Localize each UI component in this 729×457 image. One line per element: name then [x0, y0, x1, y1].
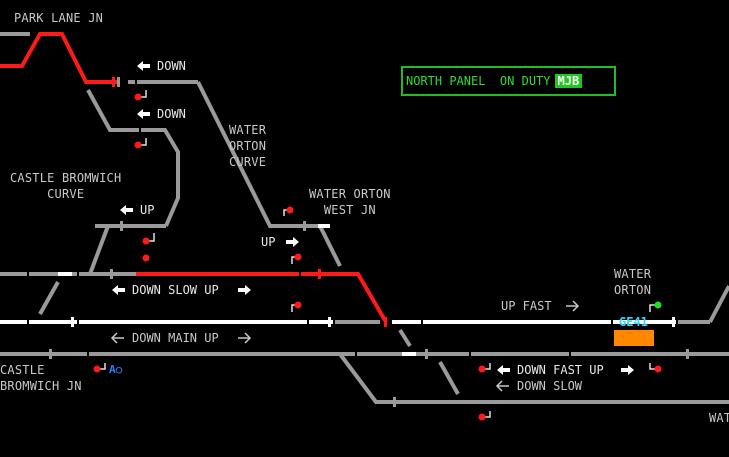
place-water-orton-curve: WATER ORTON CURVE	[229, 123, 267, 169]
signal-head-red[interactable]	[142, 237, 150, 245]
line-label-up-fast: UP FAST	[501, 299, 552, 313]
line-label-down-main-up: DOWN MAIN UP	[132, 331, 219, 345]
idle-tracks	[0, 32, 729, 404]
signal-head-red[interactable]	[134, 141, 142, 149]
signal-head-red[interactable]	[294, 253, 302, 261]
arrow-left-icon	[495, 380, 509, 392]
train-describer-berth[interactable]: GE41	[619, 315, 648, 329]
auto-signal-label: A○	[109, 363, 123, 376]
arrow-right-icon	[286, 237, 299, 247]
arrow-right-icon	[566, 300, 580, 312]
line-label-up: UP	[140, 203, 155, 217]
arrow-left-icon	[110, 332, 124, 344]
signal-head-red[interactable]	[142, 254, 150, 262]
signal-heads	[93, 93, 662, 421]
direction-arrows	[110, 61, 634, 392]
track-joints	[27, 80, 613, 356]
line-label-down-slow: DOWN SLOW	[517, 379, 583, 393]
place-castle-bromwich-curve: CASTLE BROMWICH CURVE	[10, 171, 122, 201]
arrow-left-icon	[137, 109, 150, 119]
panel-status-label: NORTH PANEL ON DUTY	[406, 74, 551, 88]
arrow-left-icon	[112, 285, 125, 295]
arrow-left-icon	[137, 61, 150, 71]
line-label-down: DOWN	[157, 59, 186, 73]
signal-posts	[49, 77, 689, 407]
signal-head-green[interactable]	[654, 301, 662, 309]
signal-posts-red	[112, 77, 387, 327]
signal-head-red[interactable]	[93, 365, 101, 373]
signal-head-red[interactable]	[294, 301, 302, 309]
signal-head-red[interactable]	[654, 365, 662, 373]
on-duty-user: MJB	[554, 74, 583, 88]
signal-head-red[interactable]	[286, 206, 294, 214]
occupied-tracks	[0, 224, 676, 356]
signal-head-red[interactable]	[478, 413, 486, 421]
place-water-orton-edge: WAT	[709, 411, 729, 425]
berth-occupied-block	[614, 330, 654, 346]
line-label-up: UP	[261, 235, 276, 249]
signal-posts-white	[71, 317, 675, 327]
place-park-lane-jn: PARK LANE JN	[14, 11, 104, 25]
line-label-down: DOWN	[157, 107, 186, 121]
place-water-orton: WATER ORTON	[614, 267, 652, 297]
arrow-left-icon	[497, 365, 510, 375]
place-castle-bromwich-jn: CASTLE BROMWICH JN	[0, 363, 82, 393]
line-label-down-fast-up: DOWN FAST UP	[517, 363, 604, 377]
arrow-right-icon	[238, 285, 251, 295]
arrow-right-icon	[238, 332, 252, 344]
panel-status-box: NORTH PANEL ON DUTY MJB	[401, 66, 616, 96]
place-water-orton-west-jn: WATER ORTON WEST JN	[309, 187, 391, 217]
signal-head-red[interactable]	[134, 93, 142, 101]
arrow-left-icon	[120, 205, 133, 215]
line-label-down-slow-up: DOWN SLOW UP	[132, 283, 219, 297]
arrow-right-icon	[621, 365, 634, 375]
set-route	[0, 32, 388, 324]
signal-head-red[interactable]	[478, 365, 486, 373]
